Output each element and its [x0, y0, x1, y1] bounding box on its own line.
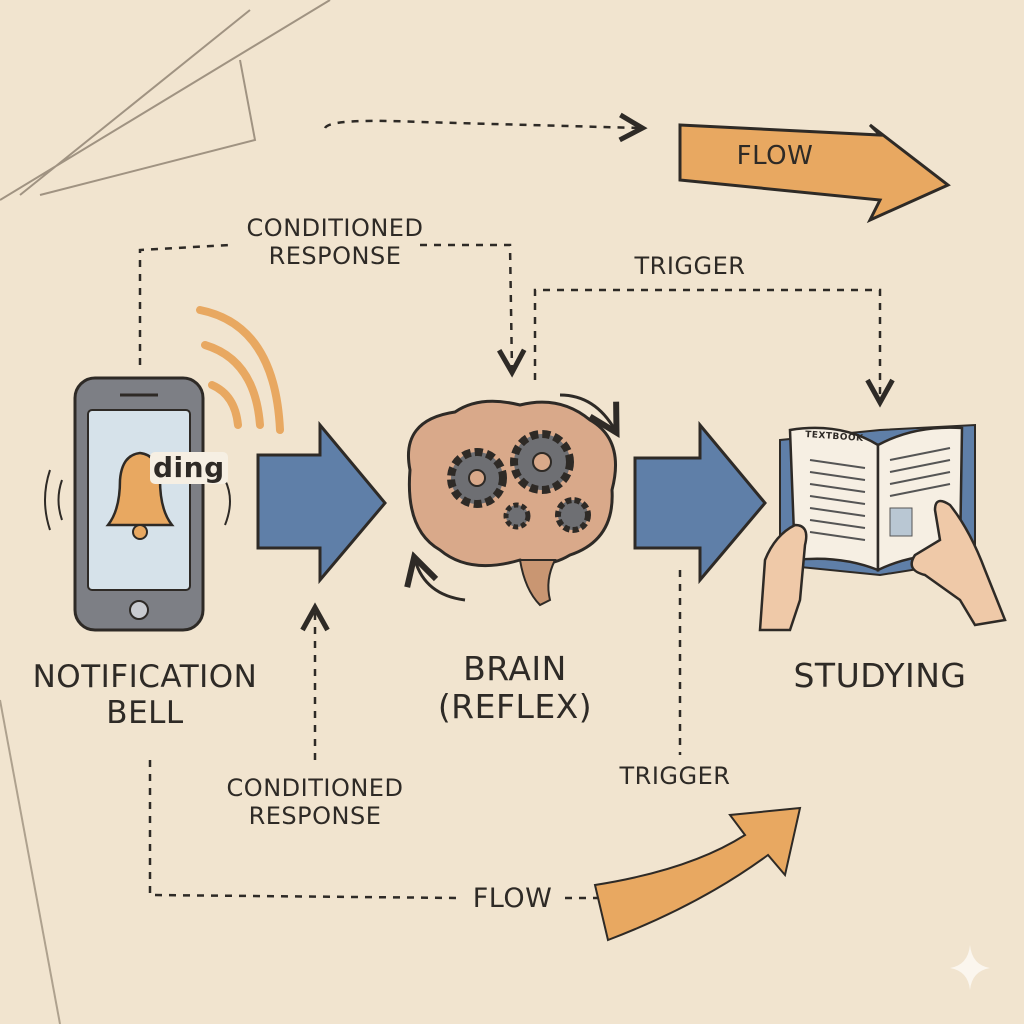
dashed-conditioned-top	[138, 243, 512, 370]
label-line: BRAIN	[463, 649, 567, 688]
label-flow-top: FLOW	[736, 141, 814, 171]
label-line: RESPONSE	[248, 801, 382, 830]
phone-icon	[73, 376, 205, 632]
brain-icon	[408, 393, 615, 607]
label-line: CONDITIONED	[226, 774, 404, 802]
dashed-flow-bottom	[148, 760, 600, 900]
label-line: NOTIFICATION	[32, 659, 258, 695]
label-line: CONDITIONED	[246, 214, 424, 242]
dashed-arrow-top	[323, 121, 640, 128]
label-trigger-top: TRIGGER	[634, 252, 746, 280]
blue-arrow-left	[256, 420, 387, 585]
cycle-arrow-icon	[559, 393, 615, 430]
hands-icon	[758, 499, 1007, 632]
label-brain-reflex: BRAIN(REFLEX)	[420, 650, 610, 726]
label-studying: STUDYING	[793, 656, 967, 695]
sparkle-icon	[950, 945, 990, 990]
paper-fold-left	[0, 699, 61, 1024]
label-flow-bottom: FLOW	[472, 883, 553, 914]
label-line: RESPONSE	[268, 241, 402, 270]
sound-waves-icon	[196, 306, 284, 434]
dashed-trigger-top	[533, 288, 880, 400]
blue-arrow-right	[633, 420, 767, 585]
gears-icon	[447, 430, 591, 533]
paper-fold	[0, 0, 331, 201]
cycle-arrow-icon	[415, 560, 466, 602]
flow-arrow-bottom	[593, 806, 802, 942]
label-line: BELL	[106, 694, 184, 731]
label-trigger-bottom: TRIGGER	[619, 762, 731, 790]
flow-arrow-top	[678, 123, 951, 224]
label-line: (REFLEX)	[437, 686, 593, 726]
textbook-icon	[779, 423, 976, 577]
vibration-lines-icon	[44, 469, 231, 531]
label-ding: ding	[150, 451, 228, 485]
